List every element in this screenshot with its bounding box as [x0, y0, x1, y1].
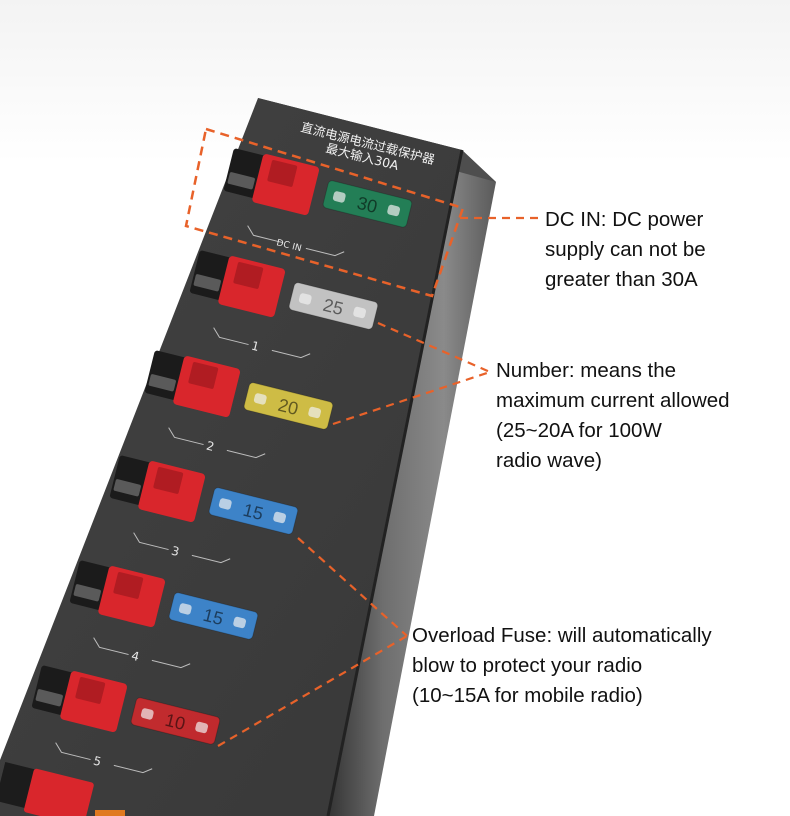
callout-dc-in: DC IN: DC power supply can not be greate… [545, 205, 706, 295]
label-bracket-right [151, 659, 191, 669]
connector-black-tab [113, 479, 141, 497]
blade-fuse [208, 487, 299, 535]
fuse-terminal-icon [298, 293, 312, 305]
fuse-terminal-icon [353, 306, 367, 319]
callout-overload-fuse: Overload Fuse: will automatically blow t… [412, 621, 712, 711]
connector-black-tab [73, 584, 101, 602]
fuse-slot: 15 3 [109, 455, 299, 564]
fuse-terminal-icon [195, 721, 209, 734]
connector-black-tab [193, 274, 221, 292]
fuse-slot: 20 2 [144, 350, 334, 459]
label-bracket-left [168, 427, 204, 446]
callout-dc-in-line: DC IN: DC power [545, 208, 704, 231]
callout-number: Number: means the maximum current allowe… [496, 356, 730, 476]
slot-number-label: 2 [205, 439, 216, 454]
fuse-slot: 10 5 [31, 665, 221, 774]
fuse-terminal-icon [308, 406, 322, 419]
connector-red-slot [75, 677, 106, 704]
connector-black-tab [148, 374, 176, 392]
dc-in-highlight-box [184, 127, 465, 298]
label-bracket-right [113, 764, 153, 774]
blade-fuse [288, 282, 379, 330]
blade-fuse [322, 180, 413, 228]
fuse-terminal-icon [387, 204, 401, 217]
callout-number-line: (25~20A for 100W [496, 419, 662, 442]
callout-number-line: radio wave) [496, 449, 602, 472]
label-bracket-left [133, 532, 169, 551]
label-bracket-left [93, 637, 129, 656]
fuse-leader-line-1 [297, 537, 408, 637]
label-bracket-right [305, 247, 345, 257]
callout-fuse-line: Overload Fuse: will automatically [412, 624, 712, 647]
label-bracket-right [271, 349, 311, 359]
fuse-terminal-icon [253, 393, 267, 405]
callout-number-line: Number: means the [496, 359, 677, 382]
connector-black-tab [35, 689, 63, 707]
face-edge [326, 149, 464, 816]
fuse-terminal-icon [233, 616, 247, 629]
connector-red-slot [113, 572, 144, 599]
connector-red-slot [267, 160, 298, 187]
connector-partial [0, 761, 125, 816]
blade-fuse [168, 592, 259, 640]
fuse-rating-label: 30 [355, 193, 379, 217]
label-bracket-left [247, 225, 283, 244]
fuse-terminal-icon [218, 498, 232, 510]
number-leader-line-1 [377, 321, 491, 374]
label-bracket-right [226, 449, 266, 459]
connector-black-tab [227, 172, 255, 190]
callout-dc-in-line: greater than 30A [545, 268, 698, 291]
connector-red-slot [233, 262, 264, 289]
blade-fuse [243, 382, 334, 430]
blade-fuse [130, 697, 221, 745]
fuse-rating-label: 15 [241, 500, 265, 524]
fuse-terminal-icon [140, 708, 154, 720]
fuse-rating-label: 10 [163, 710, 187, 734]
callout-dc-in-line: supply can not be [545, 238, 706, 261]
slot-number-label: 5 [92, 754, 103, 769]
label-bracket-left [55, 742, 91, 761]
callout-fuse-line: (10~15A for mobile radio) [412, 684, 643, 707]
fuse-rating-label: 25 [321, 295, 345, 319]
fuse-leader-line-2 [217, 635, 408, 747]
fuse-terminal-icon [178, 603, 192, 615]
device-side-panel [322, 150, 496, 816]
connector-red-slot [153, 467, 184, 494]
fuse-slot: 25 1 [189, 250, 379, 359]
fuse-terminal-icon [332, 191, 346, 203]
callout-fuse-line: blow to protect your radio [412, 654, 643, 677]
device-front-face [0, 98, 462, 816]
slot-number-label: 3 [170, 544, 181, 559]
fuse-rating-label: 20 [276, 395, 300, 419]
connector-red-slot [188, 362, 219, 389]
label-bracket-right [191, 554, 231, 564]
slot-number-label: 1 [250, 339, 261, 354]
label-bracket-left [213, 327, 249, 346]
fuse-slot: 15 4 [69, 560, 259, 669]
fuse-rating-label: 15 [201, 605, 225, 629]
slot-number-label: 4 [130, 649, 141, 664]
fuse-terminal-icon [273, 511, 287, 524]
callout-number-line: maximum current allowed [496, 389, 730, 412]
